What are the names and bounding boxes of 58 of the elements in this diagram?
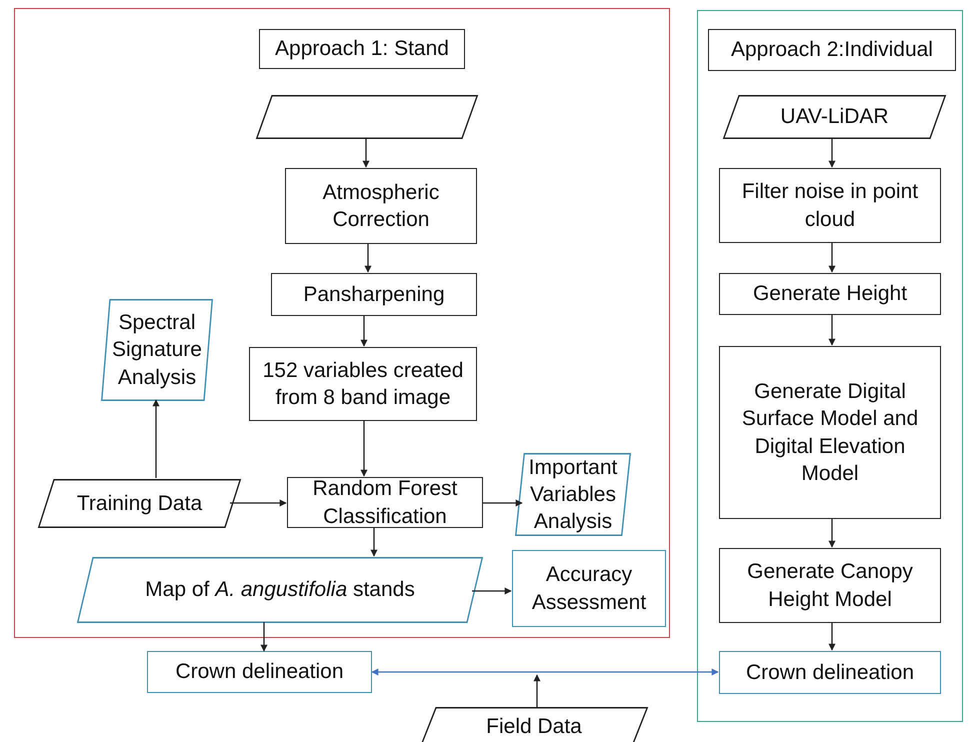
- arrow: [534, 674, 540, 707]
- node-text: Crown delineation: [174, 659, 345, 686]
- node-text: Important Variables Analysis: [528, 454, 618, 536]
- node-text: UAV-LiDAR: [779, 104, 890, 130]
- process-box: [271, 273, 477, 316]
- arrow: [472, 588, 512, 594]
- arrow: [362, 138, 370, 168]
- arrow: [482, 500, 523, 506]
- node-text: Approach 2:Individual: [730, 37, 934, 64]
- node-text: Generate Height: [752, 281, 908, 308]
- arrow: [360, 420, 368, 477]
- arrow: [360, 315, 368, 347]
- node-text: Generate Digital Surface Model and Digital Elevation Model: [740, 378, 920, 487]
- process-box: [285, 168, 477, 244]
- arrow: [828, 622, 836, 651]
- node-text: Spectral Signature Analysis: [111, 310, 203, 391]
- process-box: [249, 347, 477, 421]
- input-parallelogram: [420, 707, 648, 742]
- node-text: 152 variables created from 8 band image: [262, 358, 464, 411]
- node-text: Filter noise in point cloud: [740, 179, 920, 232]
- approach-frame: [697, 10, 963, 722]
- arrow: [828, 518, 836, 548]
- output-parallelogram: [515, 453, 631, 536]
- input-parallelogram: [38, 479, 241, 528]
- process-box: [287, 477, 483, 528]
- arrow: [230, 500, 287, 506]
- arrow: [364, 243, 372, 273]
- arrow: [370, 527, 378, 557]
- output-box: [719, 651, 941, 694]
- node-text: Pansharpening: [302, 282, 446, 308]
- arrow: [152, 399, 160, 478]
- arrow: [828, 138, 836, 168]
- input-parallelogram: [723, 95, 946, 139]
- process-box: [719, 346, 941, 519]
- node-text: Atmospheric Correction: [322, 180, 440, 233]
- process-box: [719, 168, 941, 243]
- output-box: [512, 550, 666, 627]
- node-text: Crown delineation: [744, 660, 916, 686]
- node-text: Approach 1: Stand: [274, 36, 450, 62]
- output-parallelogram: [101, 299, 213, 401]
- heading-box: [259, 29, 465, 69]
- process-box: [719, 548, 941, 623]
- node-text: Field Data: [485, 714, 583, 740]
- node-text: Map of A. angustifolia stands: [144, 577, 416, 604]
- node-text: Accuracy Assessment: [530, 562, 648, 616]
- input-parallelogram: [256, 95, 478, 139]
- output-parallelogram: [77, 557, 483, 623]
- output-box: [147, 651, 372, 693]
- node-text: Training Data: [76, 490, 204, 517]
- heading-box: [708, 29, 956, 71]
- process-box: [719, 273, 941, 315]
- node-text: Random Forest Classification: [312, 476, 458, 530]
- arrow: [260, 622, 268, 652]
- arrow: [371, 668, 719, 676]
- arrow: [828, 242, 836, 273]
- arrow: [828, 314, 836, 346]
- approach-frame: [14, 8, 670, 638]
- node-text: Generate Canopy Height Model: [746, 559, 914, 612]
